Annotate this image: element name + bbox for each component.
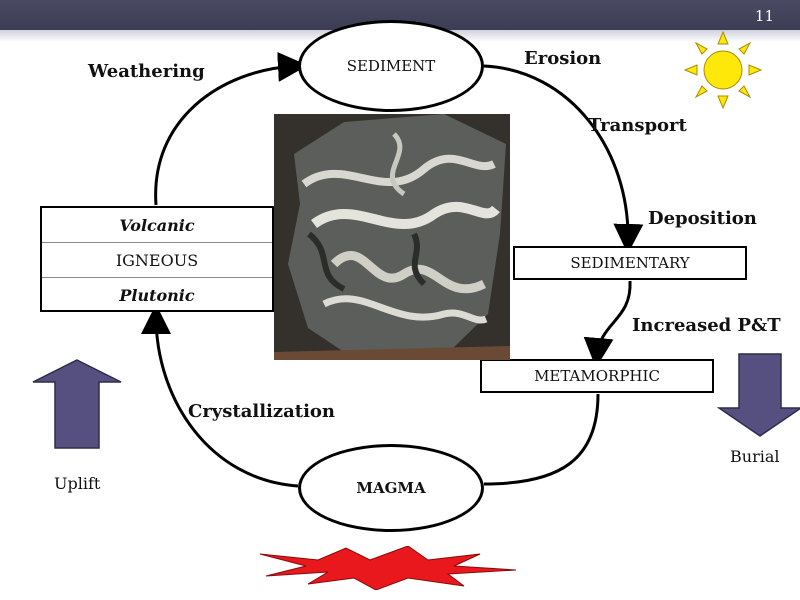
sediment-node: SEDIMENT xyxy=(298,20,484,112)
crystallization-label: Crystallization xyxy=(188,401,336,422)
uplift-label: Uplift xyxy=(54,474,101,493)
melting-arrow xyxy=(483,393,600,486)
burial-label: Burial xyxy=(730,447,780,466)
weathering-arrow xyxy=(154,51,308,206)
transport-arrow xyxy=(483,64,644,254)
deposition-label: Deposition xyxy=(648,208,757,229)
crystallization-arrow xyxy=(141,304,299,488)
heat-burst-icon xyxy=(259,546,517,590)
rock-photo xyxy=(274,114,510,360)
sun-icon xyxy=(683,30,763,110)
slide-number: 11 xyxy=(754,7,774,25)
plutonic-row: Plutonic xyxy=(119,285,195,305)
metamorphic-node: METAMORPHIC xyxy=(480,359,714,393)
transport-label: Transport xyxy=(588,115,687,136)
down-arrow-icon xyxy=(717,353,800,437)
weathering-label: Weathering xyxy=(88,61,205,82)
erosion-label: Erosion xyxy=(524,48,602,69)
increased-pt-label: Increased P&T xyxy=(632,315,781,336)
igneous-row: IGNEOUS xyxy=(42,243,272,278)
sedimentary-node: SEDIMENTARY xyxy=(513,246,747,280)
up-arrow-icon xyxy=(32,359,122,449)
burial-arrow xyxy=(583,280,632,368)
volcanic-row: Volcanic xyxy=(42,208,272,243)
igneous-node: Volcanic IGNEOUS Plutonic xyxy=(40,206,274,312)
magma-node: MAGMA xyxy=(298,444,484,532)
